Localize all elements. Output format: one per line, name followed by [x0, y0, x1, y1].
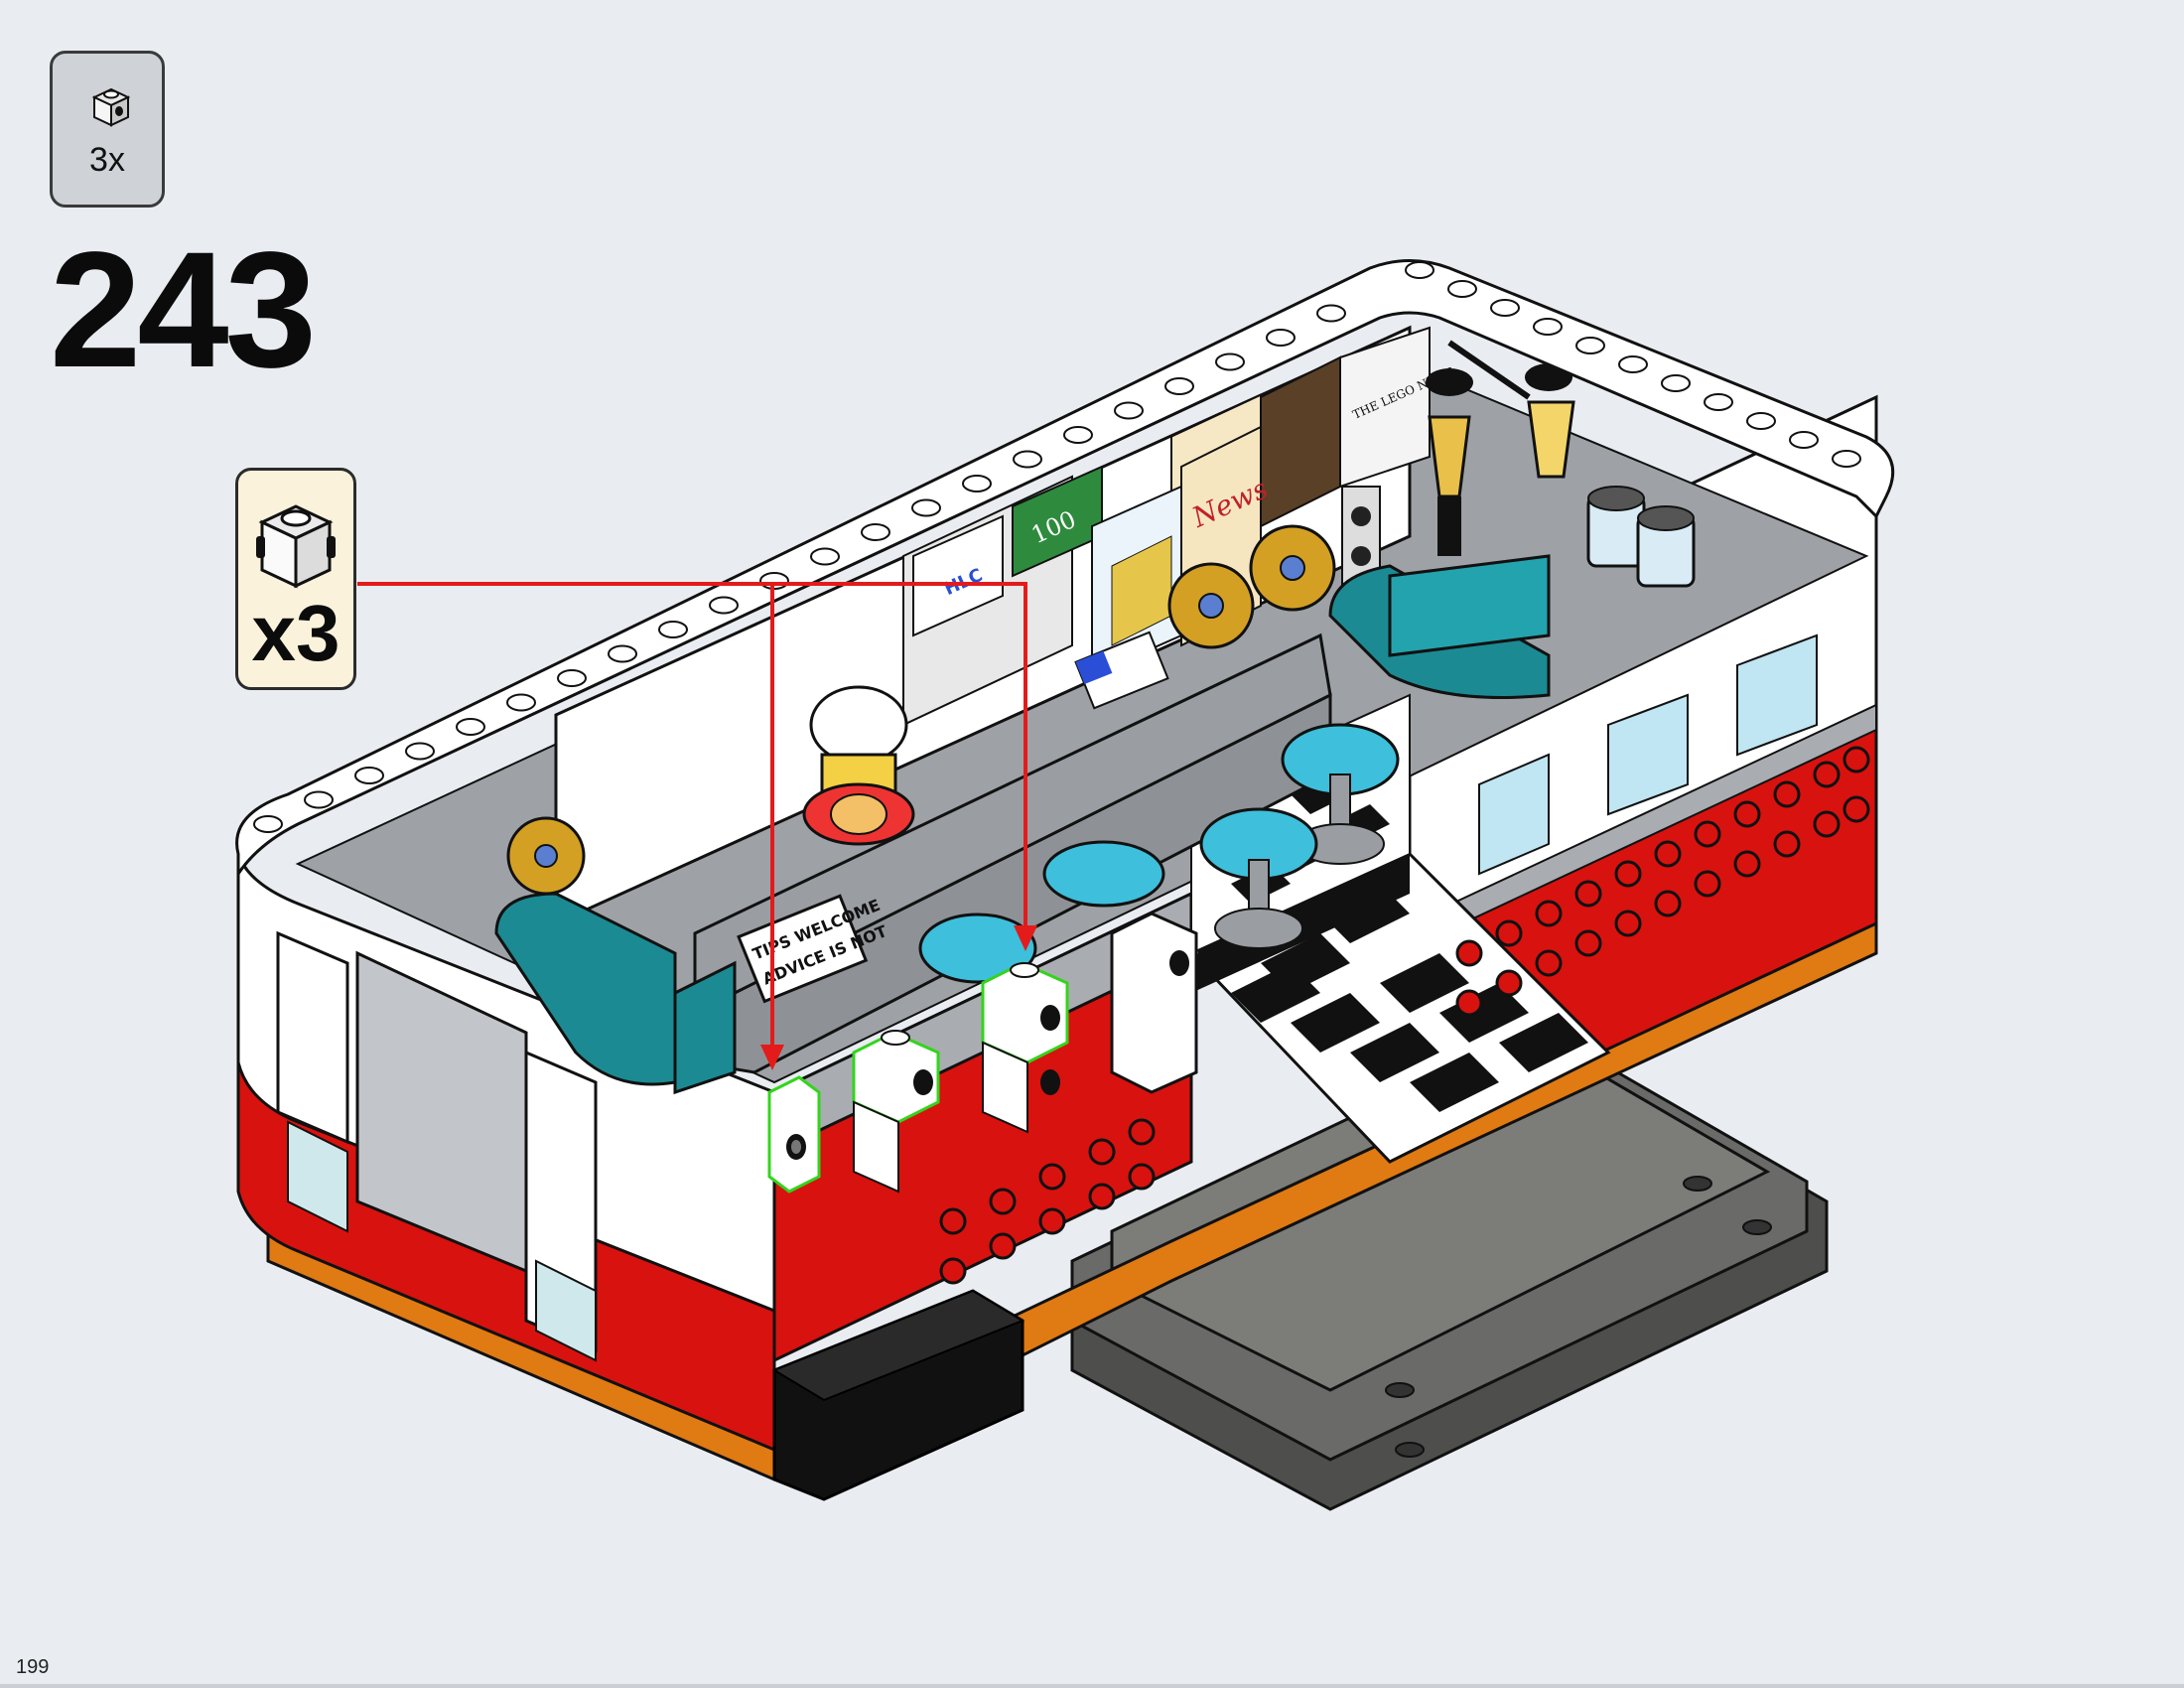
sub-part-callout: x3	[235, 468, 356, 690]
rim-stud	[1266, 329, 1296, 347]
rim-stud	[1164, 377, 1194, 395]
rim-stud	[405, 742, 435, 761]
rim-stud	[658, 621, 688, 638]
rim-stud	[253, 815, 283, 833]
rim-stud	[304, 790, 334, 809]
rim-stud	[1575, 337, 1605, 354]
rim-stud	[1316, 304, 1346, 323]
right-wall-windows	[939, 633, 1870, 1285]
rim-stud	[1405, 261, 1434, 279]
new-brick-1x1	[981, 961, 1069, 1134]
rim-stud	[1746, 412, 1776, 430]
parts-list-box: 3x	[50, 51, 165, 208]
brick-1x1-stud-side-icon	[91, 87, 131, 127]
top-rim	[235, 259, 1895, 879]
rim-stud	[810, 547, 840, 566]
rim-stud	[1533, 318, 1563, 336]
placed-bricks	[767, 912, 1198, 1194]
callout-quantity: x3	[251, 589, 341, 677]
placement-arrows	[357, 582, 1027, 1048]
cook-minifigure	[802, 685, 915, 846]
rim-stud	[1063, 426, 1093, 444]
rim-stud	[557, 669, 587, 687]
rim-stud	[1490, 299, 1520, 317]
new-brick-1x1	[767, 1075, 821, 1194]
rim-stud	[506, 693, 536, 712]
counter	[494, 554, 1551, 1095]
existing-brick-column	[1110, 912, 1198, 1094]
front-left-wall	[236, 853, 776, 1453]
rim-stud	[962, 475, 992, 492]
page-number: 199	[16, 1656, 50, 1678]
stools	[918, 723, 1400, 984]
rim-stud	[1789, 431, 1819, 449]
back-wall: 100 HLC News THE LEGO NEWS	[506, 325, 1456, 926]
rim-stud	[456, 718, 485, 736]
rim-stud	[1618, 355, 1648, 373]
jars	[1586, 486, 1696, 588]
brick-1x1-stud-side-icon	[256, 504, 336, 589]
rim-stud	[354, 767, 384, 784]
rim-stud	[911, 498, 941, 517]
rim-stud	[1013, 450, 1042, 469]
rim-stud	[1114, 401, 1144, 420]
rim-stud	[608, 644, 637, 663]
rim-stud	[1661, 374, 1691, 392]
arrow-head	[1014, 925, 1037, 951]
rim-stud	[1704, 393, 1733, 411]
rim-stud	[1447, 280, 1477, 298]
parts-quantity: 3x	[89, 141, 125, 179]
page-footer-rule	[0, 1684, 2184, 1688]
new-brick-1x1	[852, 1030, 940, 1194]
black-step	[771, 1289, 1025, 1501]
rim-stud	[1215, 352, 1245, 371]
rim-stud	[709, 596, 739, 615]
rim-stud	[1832, 450, 1861, 468]
rim-stud	[861, 523, 890, 541]
step-number: 243	[50, 218, 317, 402]
arrow-head	[760, 1045, 784, 1070]
